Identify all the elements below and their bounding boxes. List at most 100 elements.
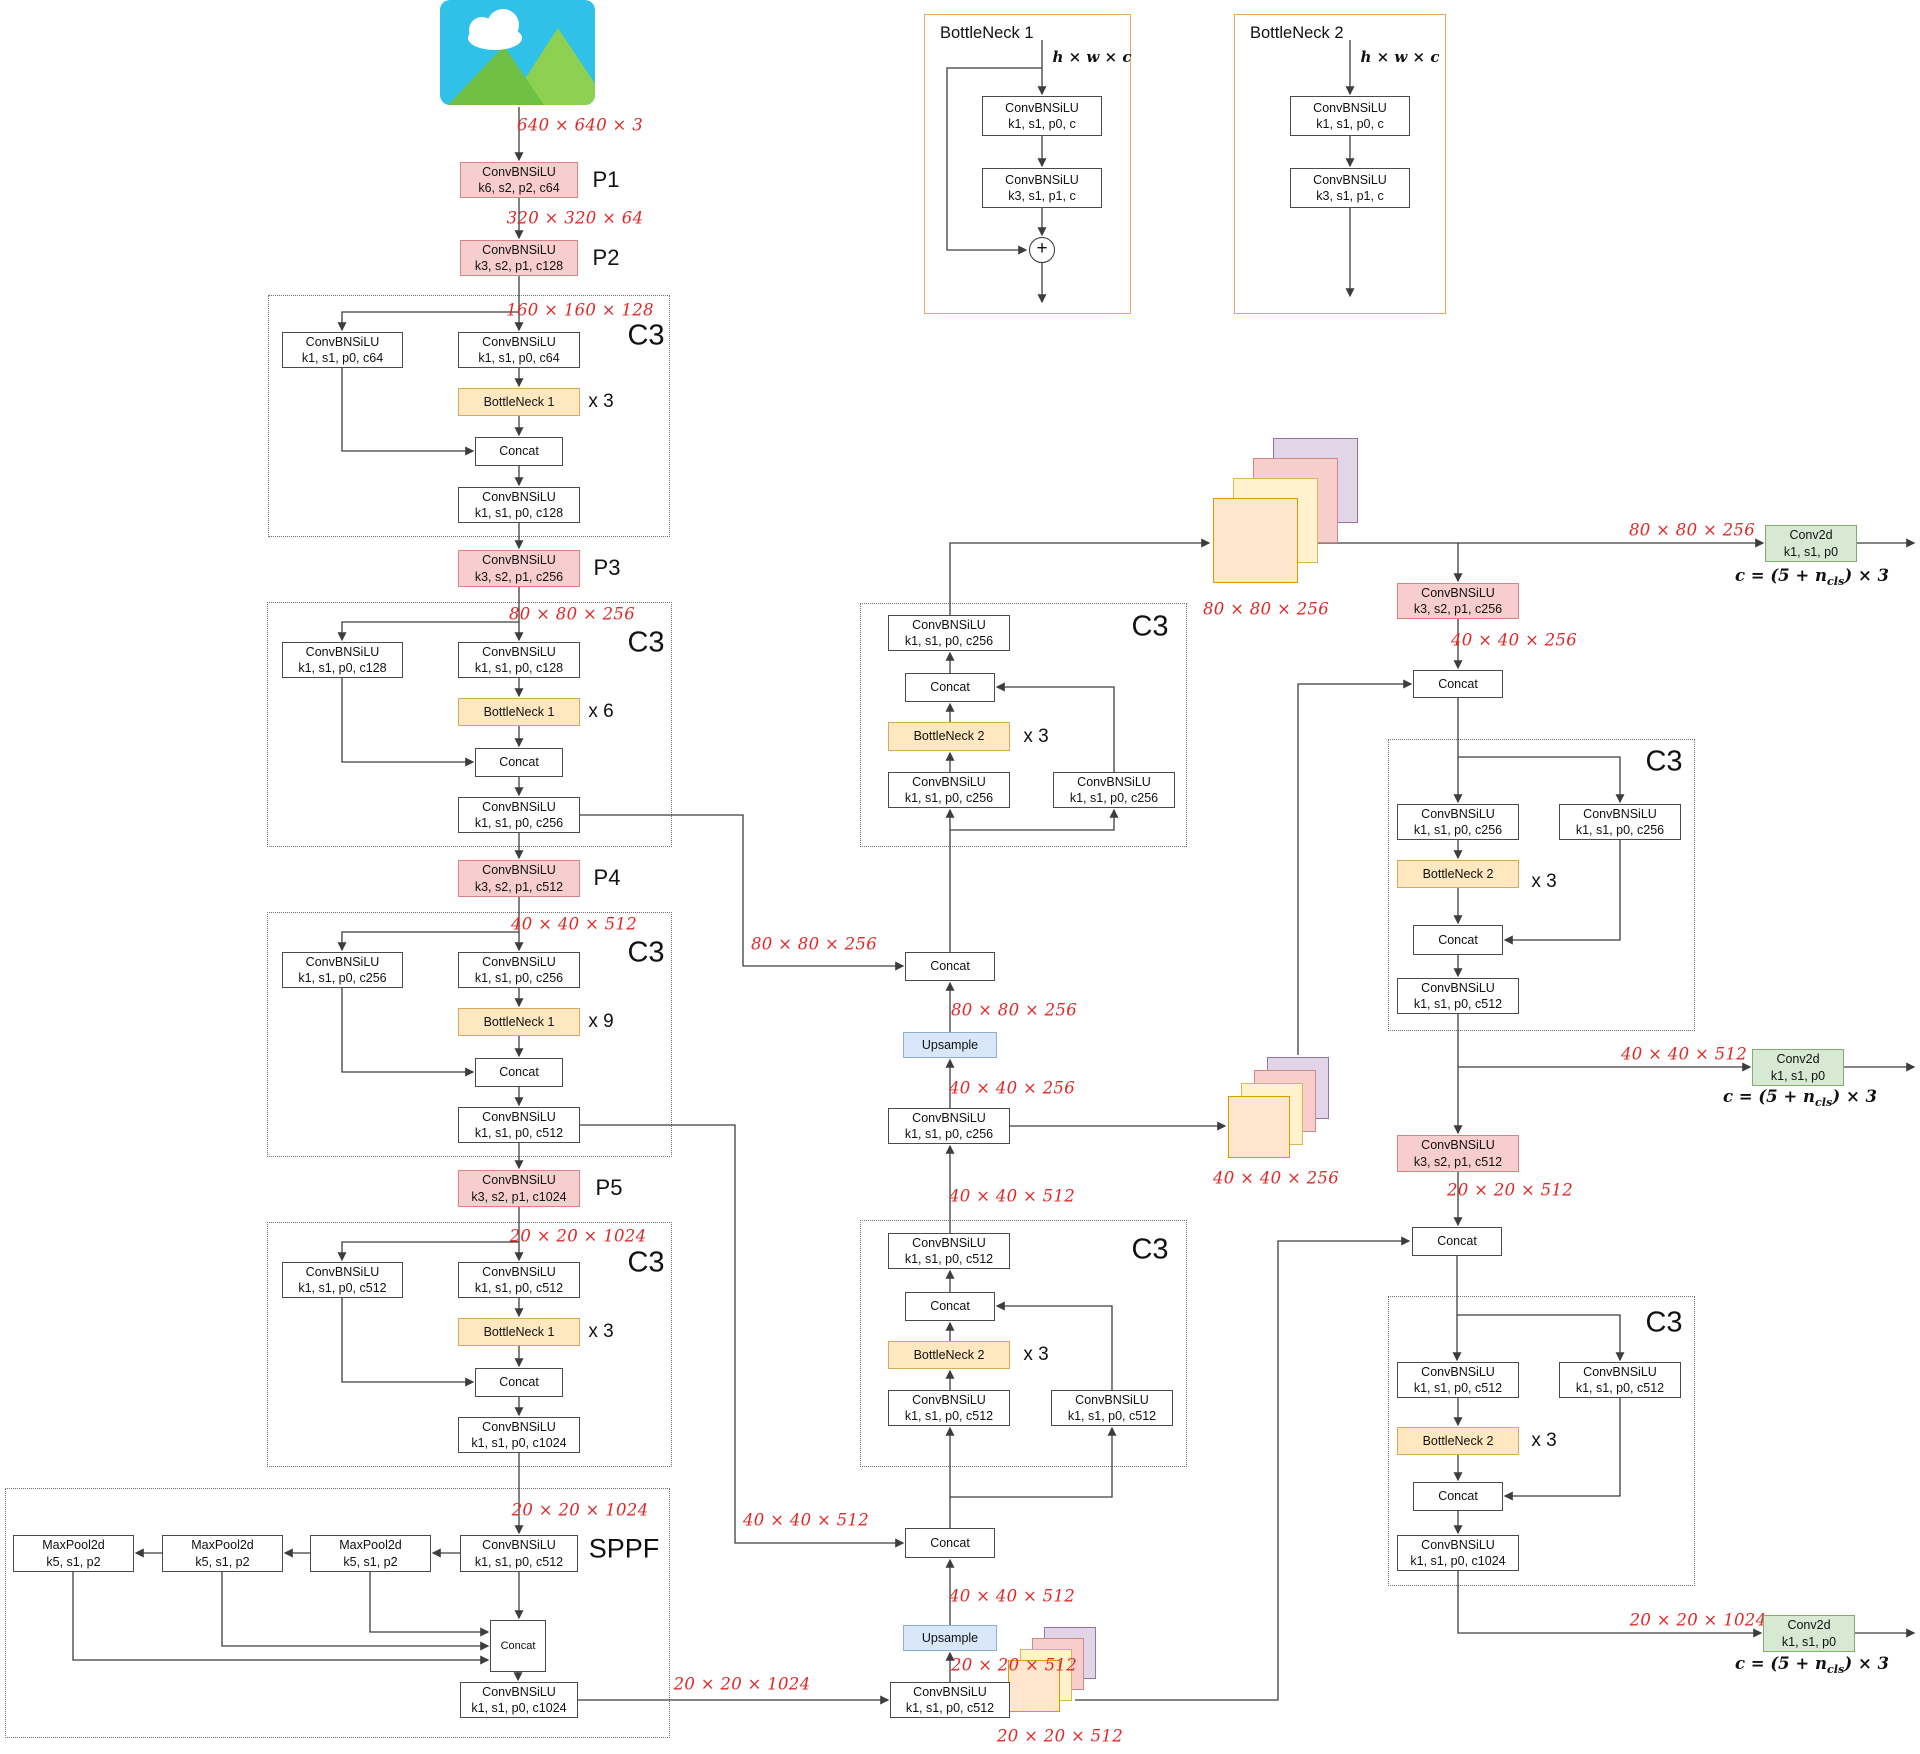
label-p4: P4 [593,865,621,890]
backbone-c3-1-conv-left-text: ConvBNSiLU [305,334,380,349]
label-hwc-bn1: h × w × c [1052,48,1132,66]
neck-c3-80-conv-out-text: k1, s1, p0, c256 [904,634,994,648]
head-c3-40-conv-out-text: ConvBNSiLU [1421,980,1495,995]
head-c3-40-conv-left-text: ConvBNSiLU [1421,806,1495,821]
neck-c3-80-conv-left-text: ConvBNSiLU [912,774,986,789]
connector-88 [946,67,1042,255]
neck-upsample-20-text: Upsample [921,1630,979,1645]
backbone-c3-4-bottleneck: BottleNeck 1 [458,1318,580,1346]
dim-neck-20-up: 20 × 20 × 512 [950,1655,1078,1675]
neck-conv-20-text: ConvBNSiLU [913,1684,987,1699]
dim-detect-20-in: 20 × 20 × 1024 [1629,1610,1767,1630]
p5-conv-text: k3, s2, p1, c1024 [471,1189,567,1204]
neck-upsample-20: Upsample [903,1625,997,1651]
backbone-c3-4-conv-left-text: ConvBNSiLU [305,1264,380,1279]
backbone-c3-2-region-label: C3 [627,626,665,659]
formula-channels-20: c = (5 + ncls) × 3 [1735,1654,1889,1676]
connector-55 [580,814,905,971]
connector-67 [1458,756,1625,804]
dim-neck-80-upsampled: 80 × 80 × 256 [950,1000,1078,1020]
bottleneck2-conv1-text: ConvBNSiLU [1313,100,1387,115]
head-concat-20-text: Concat [1437,1234,1477,1249]
connector-24 [337,1241,519,1262]
neck-concat-40-text: Concat [930,1535,970,1550]
connector-6 [341,368,475,456]
bottleneck2-conv2-text: k3, s1, p1, c [1316,189,1384,203]
neck-c3-40-conv-right-text: k1, s1, p0, c512 [1067,1409,1157,1423]
detect-conv-20-text: k1, s1, p0 [1781,1634,1837,1649]
bottleneck1-conv2-text: ConvBNSiLU [1005,172,1079,187]
backbone-c3-2-concat-text: Concat [499,755,539,770]
p1-conv-text: k6, s2, p2, c64 [478,181,560,195]
formula-channels-80: c = (5 + ncls) × 3 [1735,566,1889,588]
p2-conv-text: k3, s2, p1, c128 [474,259,564,273]
backbone-c3-3-conv-out-text: ConvBNSiLU [482,1109,556,1124]
bottleneck1-def-box [924,14,1131,314]
backbone-c3-2-conv-left-text: ConvBNSiLU [305,644,380,659]
bottleneck1-conv1-text: ConvBNSiLU [1005,100,1079,115]
backbone-c3-1-bottleneck: BottleNeck 1 [458,388,580,416]
backbone-c3-1-conv-out-text: ConvBNSiLU [482,489,556,504]
backbone-c3-4-bottleneck-text: BottleNeck 1 [483,1324,555,1339]
connector-52 [1297,679,1413,1055]
dim-p1-out: 320 × 320 × 64 [506,208,644,228]
dim-head-20-down: 20 × 20 × 512 [1446,1180,1574,1200]
p3-conv-text: ConvBNSiLU [482,553,556,568]
bottleneck1-conv1-text: k1, s1, p0, c [1008,117,1076,131]
backbone-c3-4-concat: Concat [475,1368,563,1397]
backbone-c3-4-conv-right-text: ConvBNSiLU [482,1264,556,1279]
dim-head-40-down: 40 × 40 × 256 [1450,630,1578,650]
backbone-c3-4-concat-text: Concat [499,1375,539,1390]
head-c3-20-conv-out-text: k1, s1, p0, c1024 [1410,1554,1506,1568]
label-hwc-bn2: h × w × c [1360,48,1440,66]
neck-conv-20-text: k1, s1, p0, c512 [905,1701,995,1715]
backbone-c3-3-conv-out-text: k1, s1, p0, c512 [474,1126,564,1140]
backbone-c3-3-conv-right-text: k1, s1, p0, c256 [474,971,564,985]
dim-fm-80: 80 × 80 × 256 [1202,599,1330,619]
p2-conv-text: ConvBNSiLU [482,242,556,257]
backbone-c3-2-conv-out-text: ConvBNSiLU [482,799,556,814]
sppf-maxpool-2-text: k5, s1, p2 [195,1554,250,1569]
label-repeat-neck-80: x 3 [1023,726,1049,747]
neck-c3-80-conv-out-text: ConvBNSiLU [912,617,986,632]
backbone-c3-1-bottleneck-text: BottleNeck 1 [483,394,555,409]
bottleneck2-def-box-title: BottleNeck 2 [1250,24,1344,42]
neck-c3-40-conv-out-text: ConvBNSiLU [912,1235,986,1250]
formula-channels-80-post: ) × 3 [1844,565,1889,585]
p5-conv-text: ConvBNSiLU [482,1173,556,1188]
head-downconv-256-text: k3, s2, p1, c256 [1413,602,1503,616]
neck-concat-80-text: Concat [930,959,970,974]
dim-lateral-80: 80 × 80 × 256 [750,934,878,954]
connector-17 [337,931,519,952]
backbone-c3-1-conv-left-text: k1, s1, p0, c64 [301,351,384,365]
neck-c3-80-region-label: C3 [1131,610,1169,643]
formula-channels-40-sub: cls [1814,1095,1833,1110]
head-c3-20-region-label: C3 [1645,1306,1683,1339]
dim-neck-c3-40-out: 40 × 40 × 512 [948,1186,1076,1206]
backbone-c3-1-region [268,295,670,537]
neck-c3-40-conv-left-text: ConvBNSiLU [912,1392,986,1407]
dim-detect-80-in: 80 × 80 × 256 [1628,520,1756,540]
head-c3-20-conv-right-text: k1, s1, p0, c512 [1575,1381,1665,1395]
label-p2: P2 [592,245,620,270]
label-repeat-head-40: x 3 [1531,871,1557,892]
head-c3-20-conv-right-text: ConvBNSiLU [1583,1364,1657,1379]
connector-27 [341,1298,475,1387]
dim-fm-20: 20 × 20 × 512 [996,1726,1124,1746]
detect-conv-20-text: Conv2d [1787,1618,1831,1633]
neck-c3-40-concat-text: Concat [930,1299,970,1314]
